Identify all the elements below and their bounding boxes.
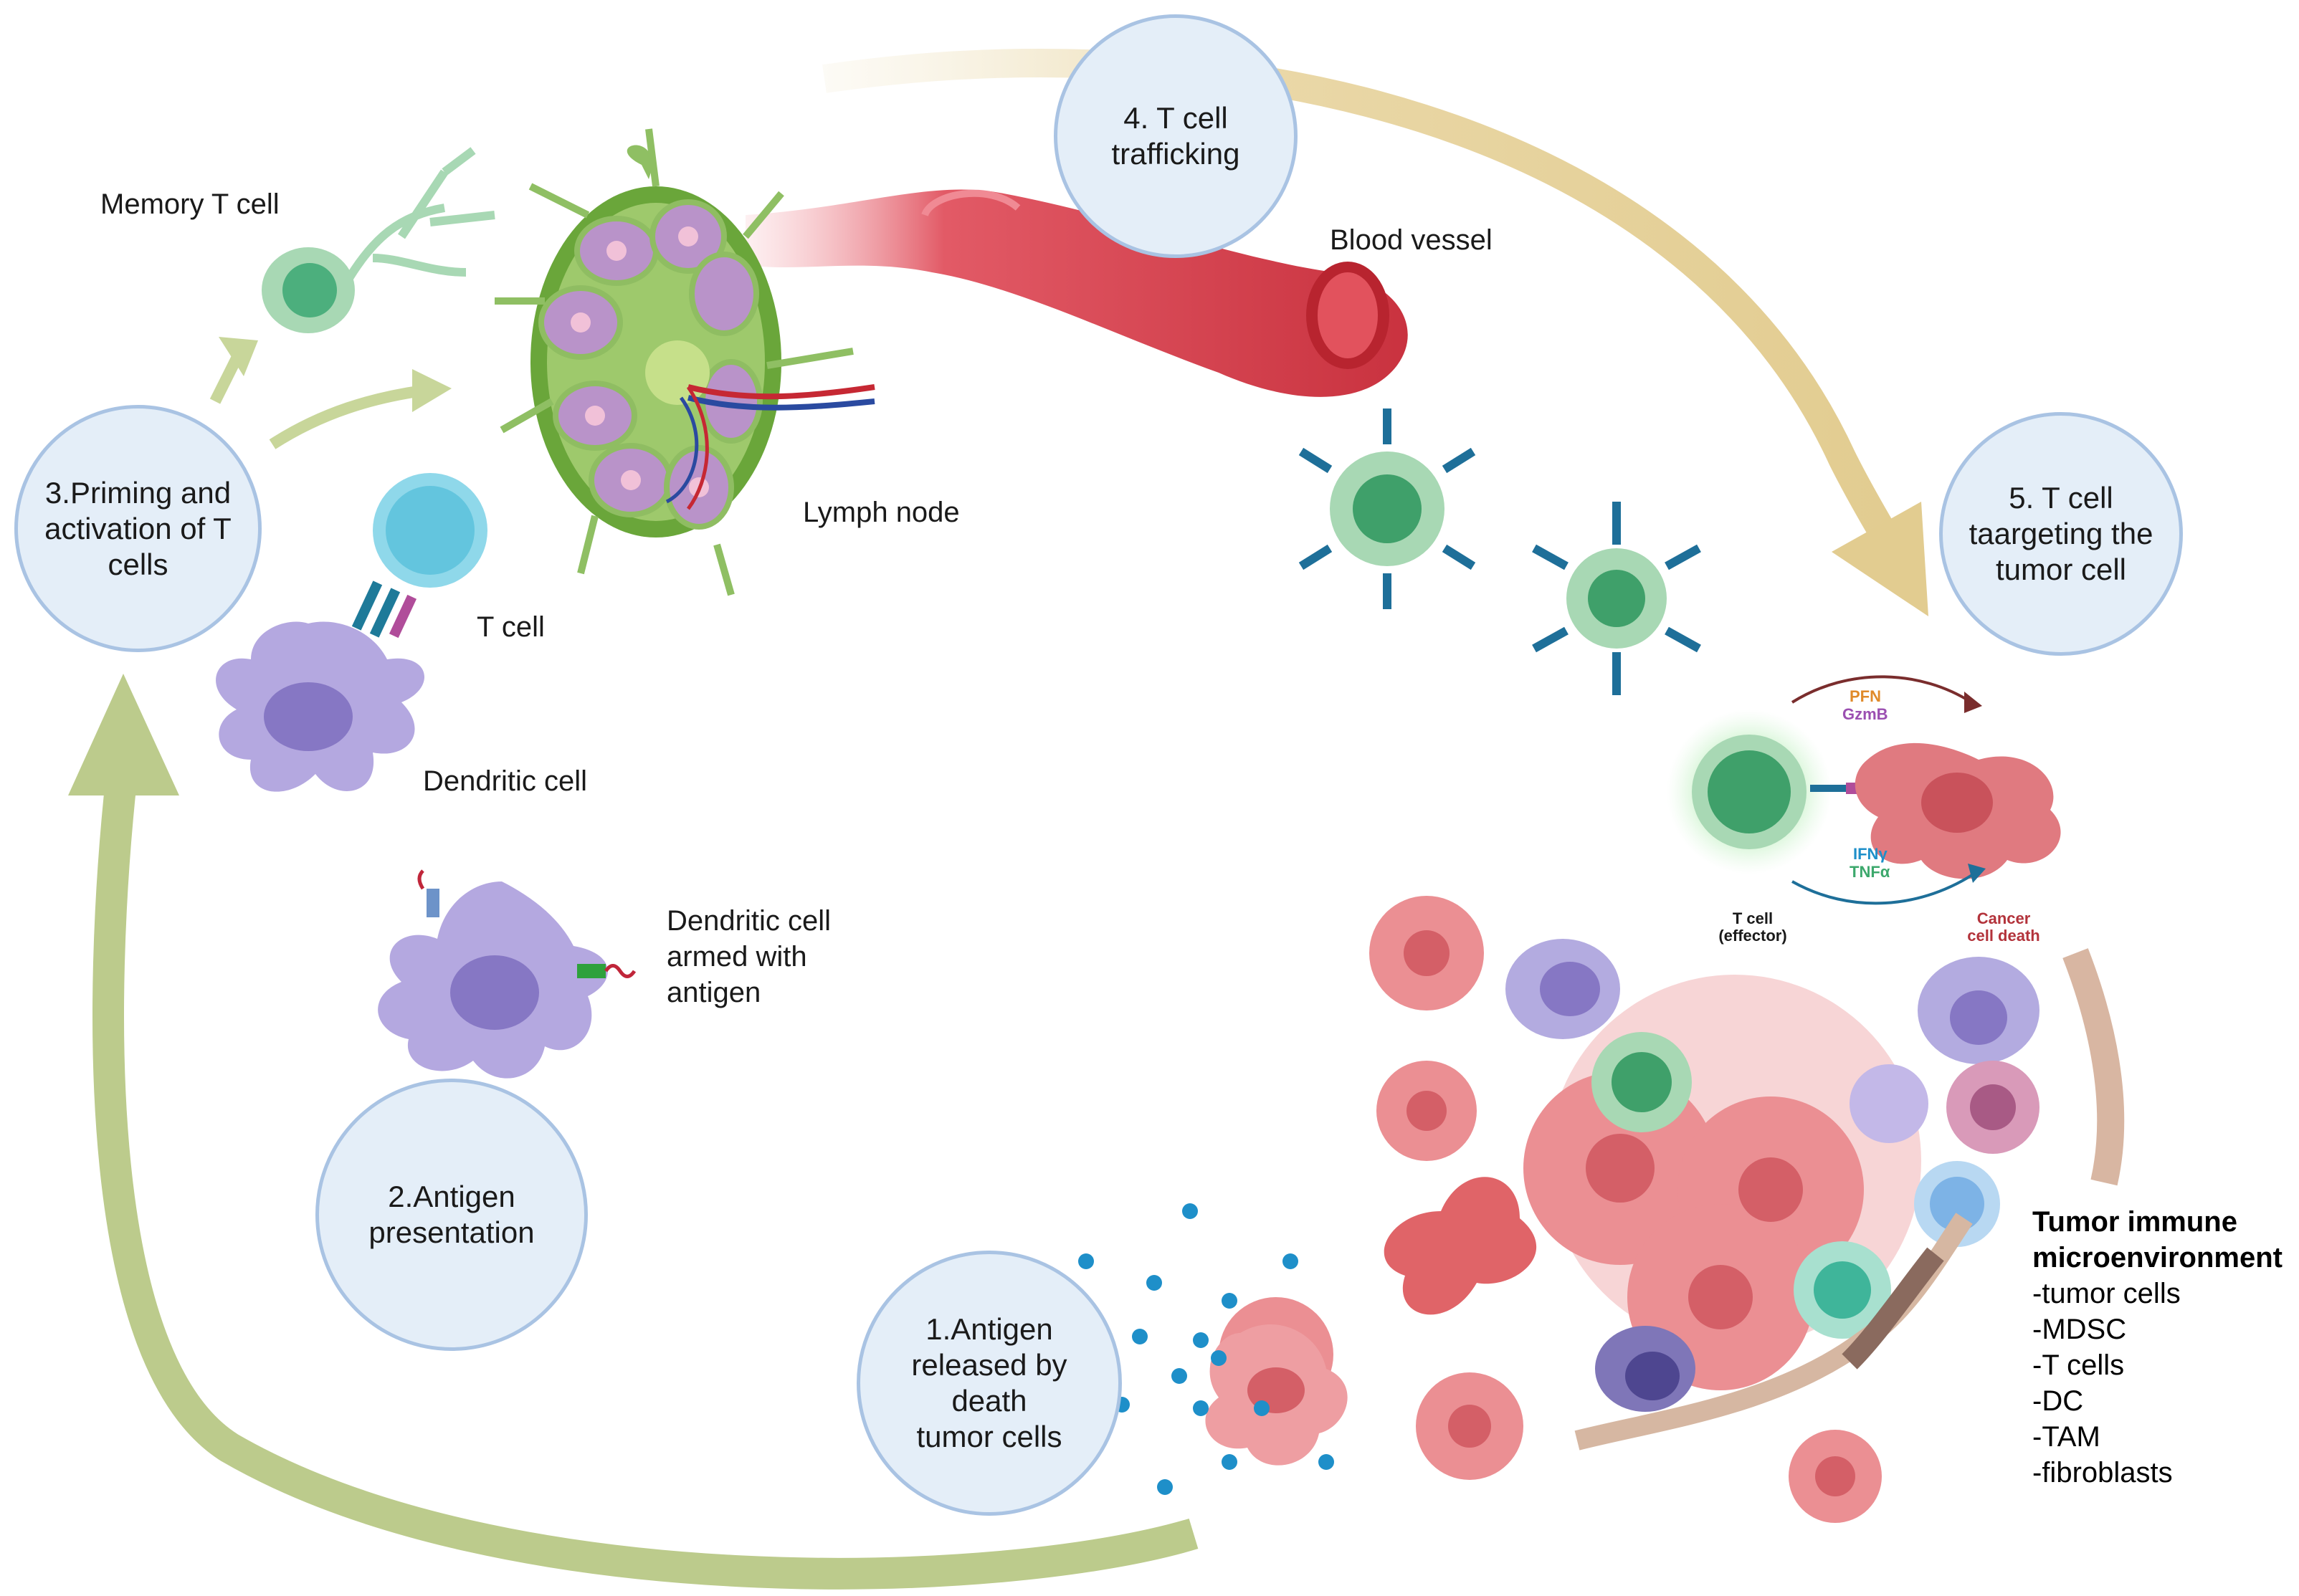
- step-4-label: 4. T cell trafficking: [1111, 101, 1240, 171]
- dendritic-cell-label: Dendritic cell: [423, 765, 587, 797]
- tme-item: -T cells: [2032, 1349, 2125, 1381]
- tme-title: Tumor immune microenvironment: [2032, 1206, 2283, 1274]
- step-3-circle: 3.Priming and activation of T cells: [14, 405, 262, 652]
- tnfa-label: TNFα: [1850, 863, 1890, 881]
- lymph-node-label: Lymph node: [803, 497, 960, 528]
- circulating-t-cell-2: [1532, 502, 1701, 695]
- gzmb-label: GzmB: [1842, 705, 1888, 723]
- lymph-node: [495, 128, 875, 596]
- blood-vessel-label: Blood vessel: [1330, 224, 1493, 256]
- pfn-label: PFN: [1850, 687, 1881, 705]
- effector-killing: [1667, 675, 2061, 905]
- tumor-cluster: [1219, 896, 2125, 1523]
- t-cell-effector-label: T cell (effector): [1718, 909, 1787, 945]
- t-cell-priming: [351, 473, 487, 639]
- dendritic-armed-label: Dendritic cell armed with antigen: [667, 905, 831, 1008]
- step-5-label: 5. T cell taargeting the tumor cell: [1969, 481, 2153, 586]
- memory-arrows: [209, 337, 452, 449]
- memory-t-cell: [262, 147, 495, 333]
- blood-vessel: [746, 189, 1408, 397]
- t-cell-label: T cell: [477, 611, 545, 643]
- step-2-circle: 2.Antigen presentation: [315, 1079, 588, 1351]
- dendritic-cell: [216, 621, 425, 792]
- cancer-cell-death-label: Cancer cell death: [1967, 909, 2040, 945]
- tme-item: -TAM: [2032, 1421, 2100, 1453]
- cycle-arrow-green: [68, 674, 1199, 1590]
- tme-item: -fibroblasts: [2032, 1457, 2173, 1489]
- circulating-t-cell-1: [1298, 408, 1476, 609]
- tme-item: -DC: [2032, 1385, 2084, 1417]
- step-1-label: 1.Antigen released by death tumor cells: [911, 1312, 1067, 1453]
- step-3-label: 3.Priming and activation of T cells: [44, 475, 232, 581]
- step-5-circle: 5. T cell taargeting the tumor cell: [1939, 412, 2183, 656]
- step-1-circle: 1.Antigen released by death tumor cells: [857, 1251, 1122, 1516]
- ifng-label: IFNγ: [1853, 845, 1888, 863]
- tme-item: -tumor cells: [2032, 1278, 2181, 1309]
- memory-t-cell-label: Memory T cell: [100, 188, 280, 220]
- tme-list: -tumor cells -MDSC -T cells -DC -TAM -fi…: [2032, 1276, 2181, 1491]
- dendritic-cell-armed: [378, 869, 637, 1079]
- tme-item: -MDSC: [2032, 1314, 2127, 1345]
- step-4-circle: 4. T cell trafficking: [1054, 14, 1298, 258]
- step-2-label: 2.Antigen presentation: [368, 1180, 535, 1249]
